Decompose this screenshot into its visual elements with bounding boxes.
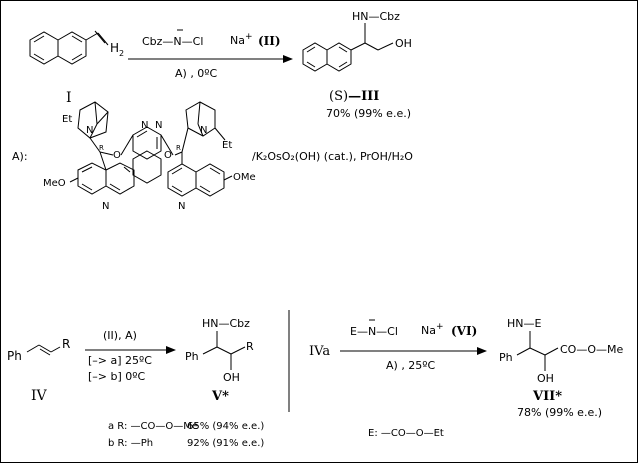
row-b-yield-text: 92% (91% e.e.): [187, 438, 264, 449]
yield-III-text: 70% (99% e.e.): [326, 107, 411, 120]
reaction2-r: R: [62, 337, 70, 351]
product-oh-text: OH: [395, 37, 412, 50]
compound-label-IVa: IVa: [309, 344, 330, 359]
reaction3-p-ph: Ph: [499, 351, 513, 364]
reaction3-p-ester: CO—O—Me: [560, 343, 623, 356]
conditions-text-3: A) , 25ºC: [386, 359, 435, 372]
ligand-et-right: Et: [222, 140, 232, 151]
ligand-meo-left: MeO: [43, 178, 66, 189]
ligand-n-right: N: [200, 125, 207, 136]
ligand-n-left: N: [86, 125, 93, 136]
ligand-label-A: A):: [12, 150, 28, 163]
compound-label-III: (S)—III: [329, 89, 379, 104]
ligand-n-quin-right: N: [178, 201, 185, 212]
row-a-r-text: a R: —CO—O—Me: [108, 421, 198, 432]
ligand-A-structure: [69, 101, 233, 197]
reaction2-cond-a: [–> a] 25ºC: [88, 354, 152, 367]
reaction3-sodium: Na+: [421, 322, 444, 337]
ligand-et-left: Et: [62, 114, 72, 125]
reagent-id-VI: (VI): [451, 324, 477, 338]
ligand-o-right: O: [164, 150, 172, 161]
ligand-n-pz2: N: [155, 120, 162, 131]
product-III-structure: [302, 23, 394, 72]
ligand-n-pz1: N: [141, 120, 148, 131]
ligand-stereo-right: R: [176, 144, 181, 152]
naphthalene-vinyl-structure: [29, 30, 109, 65]
sodium-cation-text: Na+: [230, 32, 253, 47]
compound-label-VII: VII*: [532, 389, 562, 404]
alkene-IV-structure: [26, 344, 61, 356]
e-definition-text: E: —CO—O—Et: [368, 428, 444, 439]
reaction2-ph: Ph: [7, 349, 22, 363]
reaction2-p-nh: HN—Cbz: [202, 317, 250, 330]
reaction2-p-r: R: [246, 340, 254, 353]
compound-label-V: V*: [211, 389, 229, 404]
conditions-text-1: A) , 0ºC: [175, 67, 217, 80]
product-nh-cbz-text: HN—Cbz: [352, 10, 400, 23]
vinyl-h2-text: H2: [110, 41, 124, 58]
row-b-r-text: b R: —Ph: [108, 438, 153, 449]
reagent-text: Cbz—N—Cl: [142, 35, 203, 48]
reaction3-p-oh: OH: [537, 372, 554, 385]
reaction2-p-ph: Ph: [185, 350, 199, 363]
compound-label-IV: IV: [31, 388, 48, 404]
product-VII-structure: [516, 331, 559, 371]
product-V-structure: [202, 331, 246, 370]
compound-label-I: I: [66, 90, 72, 106]
reaction2-p-oh: OH: [223, 371, 240, 384]
ligand-n-quin-left: N: [102, 201, 109, 212]
reagent-id-II: (II): [258, 34, 281, 48]
reaction2-reagents: (II), A): [103, 329, 137, 342]
yield-VII-text: 78% (99% e.e.): [517, 406, 602, 419]
ligand-stereo-left: R: [99, 144, 104, 152]
ligand-o-left: O: [113, 150, 121, 161]
row-a-yield-text: 65% (94% e.e.): [187, 421, 264, 432]
ligand-ome-right: OMe: [233, 172, 256, 183]
ligand-additives-text: /K₂OsO₂(OH) (cat.), PrOH/H₂O: [252, 150, 413, 163]
reaction3-p-nh: HN—E: [507, 317, 542, 330]
reaction3-reagent: E—N—Cl: [350, 325, 398, 338]
reaction2-cond-b: [–> b] 0ºC: [88, 370, 145, 383]
